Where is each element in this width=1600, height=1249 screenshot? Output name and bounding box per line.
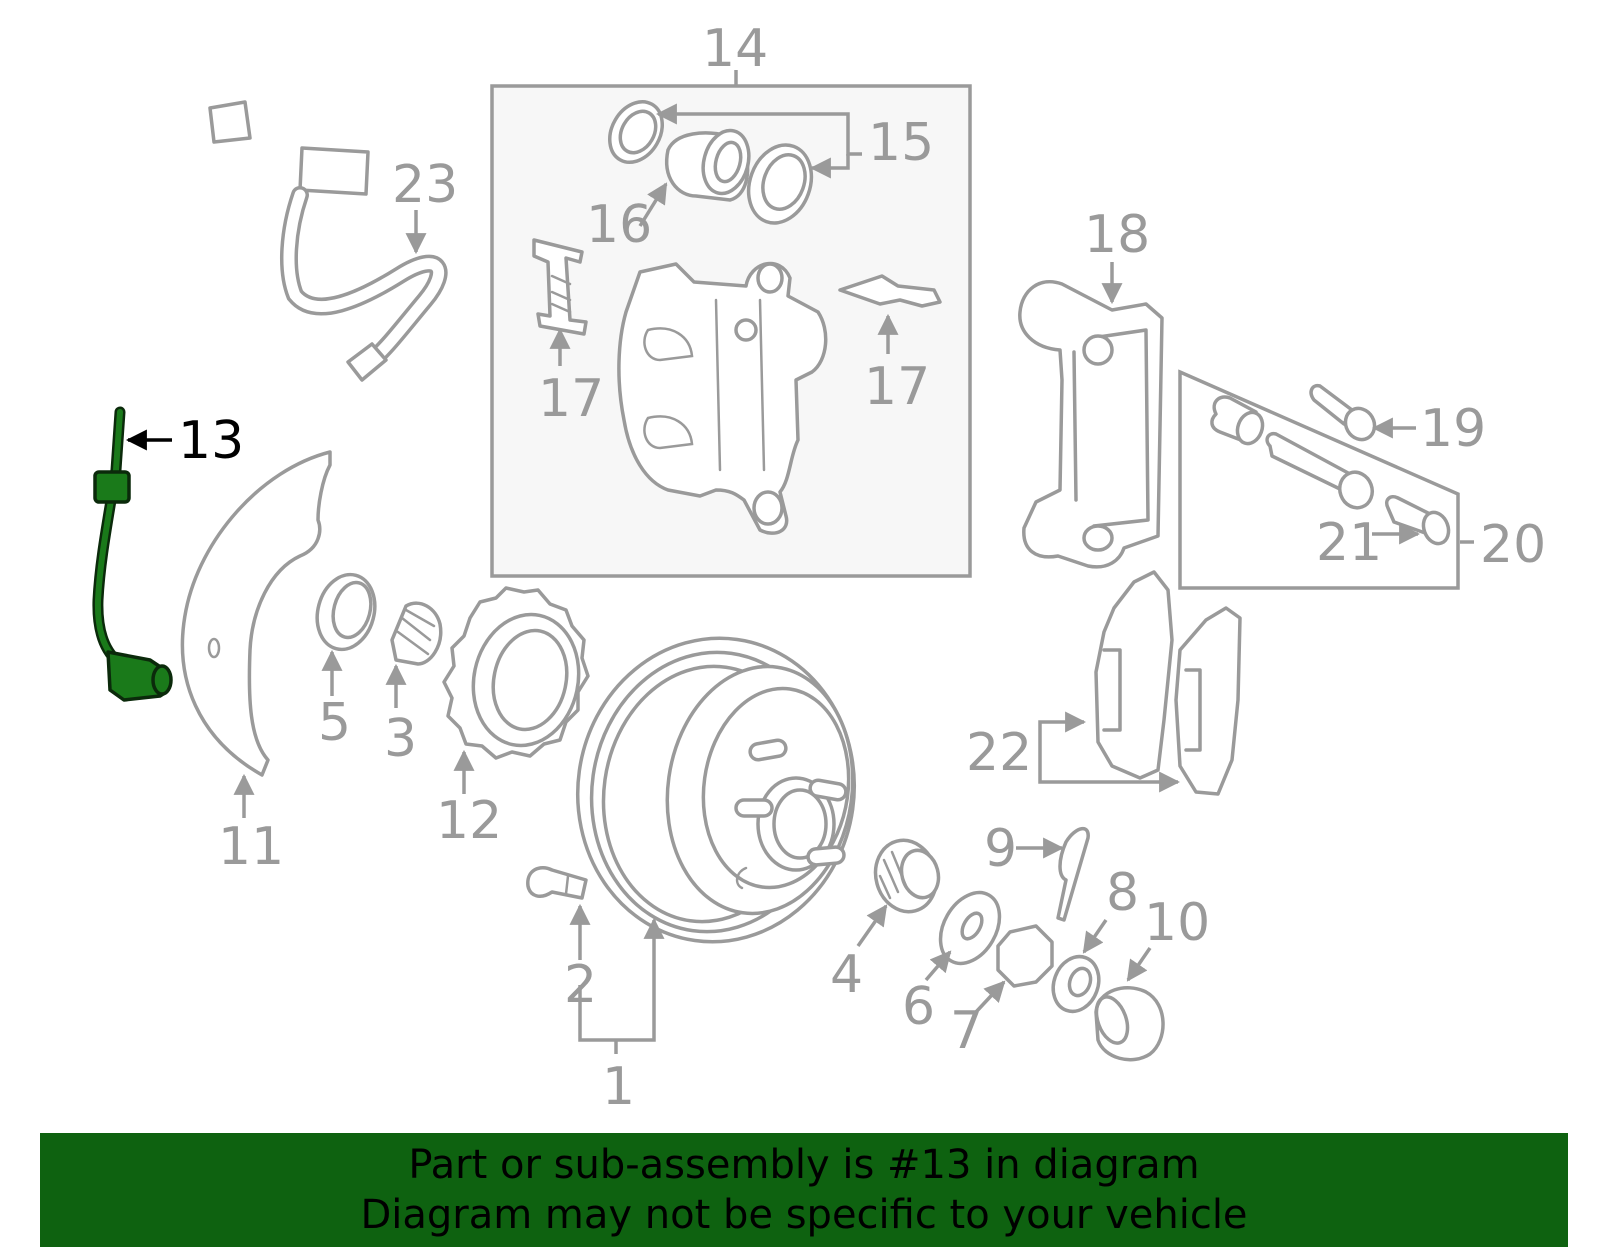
callout-2[interactable]: 2: [564, 955, 597, 1015]
callout-23[interactable]: 23: [392, 155, 458, 215]
dust-cap-part-10[interactable]: [1091, 986, 1165, 1062]
caliper-body[interactable]: [617, 261, 828, 535]
banner-line-disclaimer: Diagram may not be specific to your vehi…: [360, 1192, 1248, 1238]
callout-12[interactable]: 12: [436, 791, 502, 851]
callout-20[interactable]: 20: [1480, 515, 1546, 575]
brake-pads-part-22[interactable]: [1094, 570, 1242, 796]
callout-6[interactable]: 6: [902, 977, 935, 1037]
callout-13[interactable]: 13: [178, 411, 244, 471]
bearing-part-3[interactable]: [390, 601, 443, 666]
bushing-part-20a[interactable]: [1210, 395, 1267, 447]
callout-19[interactable]: 19: [1420, 399, 1486, 459]
seal-part-5[interactable]: [309, 568, 383, 656]
piston-seals-part-15[interactable]: [599, 92, 822, 232]
cotter-pin-part-9[interactable]: [1056, 827, 1090, 922]
caliper-bracket-part-18[interactable]: [1018, 280, 1164, 569]
callout-18[interactable]: 18: [1084, 205, 1150, 265]
callout-15[interactable]: 15: [868, 113, 934, 173]
tone-ring-part-12[interactable]: [442, 586, 591, 760]
callout-8[interactable]: 8: [1106, 863, 1139, 923]
callout-10[interactable]: 10: [1144, 893, 1210, 953]
bolt-part-19[interactable]: [1309, 383, 1380, 445]
wheel-stud-part-2[interactable]: [526, 865, 588, 900]
abs-sensor-part-13[interactable]: [92, 406, 173, 702]
callout-1[interactable]: 1: [602, 1057, 635, 1117]
callout-3[interactable]: 3: [384, 709, 417, 769]
info-banner: Part or sub-assembly is #13 in diagram D…: [40, 1133, 1568, 1247]
anti-rattle-clip-part-17-right[interactable]: [838, 274, 942, 308]
bolt-part-21[interactable]: [1385, 495, 1453, 547]
callout-17-right[interactable]: 17: [864, 357, 930, 417]
callout-21[interactable]: 21: [1316, 513, 1382, 573]
piston-part-16[interactable]: [665, 125, 756, 202]
callout-labels: 14 15 16 17 17 18 19 20 21 22 23 13 5 3 …: [178, 19, 1546, 1117]
callout-22[interactable]: 22: [966, 723, 1032, 783]
guide-pin-part-20b[interactable]: [1265, 431, 1377, 513]
callout-4[interactable]: 4: [830, 945, 863, 1005]
callout-16[interactable]: 16: [586, 195, 652, 255]
brake-hose-part-23[interactable]: [208, 87, 448, 382]
rotor-part-1[interactable]: [558, 620, 874, 959]
callout-7[interactable]: 7: [950, 1001, 983, 1061]
callout-14[interactable]: 14: [702, 19, 768, 79]
anti-rattle-clip-part-17-left[interactable]: [532, 238, 588, 336]
callout-9[interactable]: 9: [984, 819, 1017, 879]
banner-line-part-info: Part or sub-assembly is #13 in diagram: [408, 1142, 1200, 1188]
outer-bearing-part-4[interactable]: [868, 833, 945, 918]
callout-17-left[interactable]: 17: [538, 369, 604, 429]
retainer-part-8[interactable]: [1046, 950, 1106, 1018]
dust-shield-part-11[interactable]: [180, 450, 332, 777]
leader-lines: [125, 70, 1474, 1054]
callout-5[interactable]: 5: [318, 693, 351, 753]
nut-part-7[interactable]: [996, 924, 1054, 988]
callout-11[interactable]: 11: [218, 817, 284, 877]
